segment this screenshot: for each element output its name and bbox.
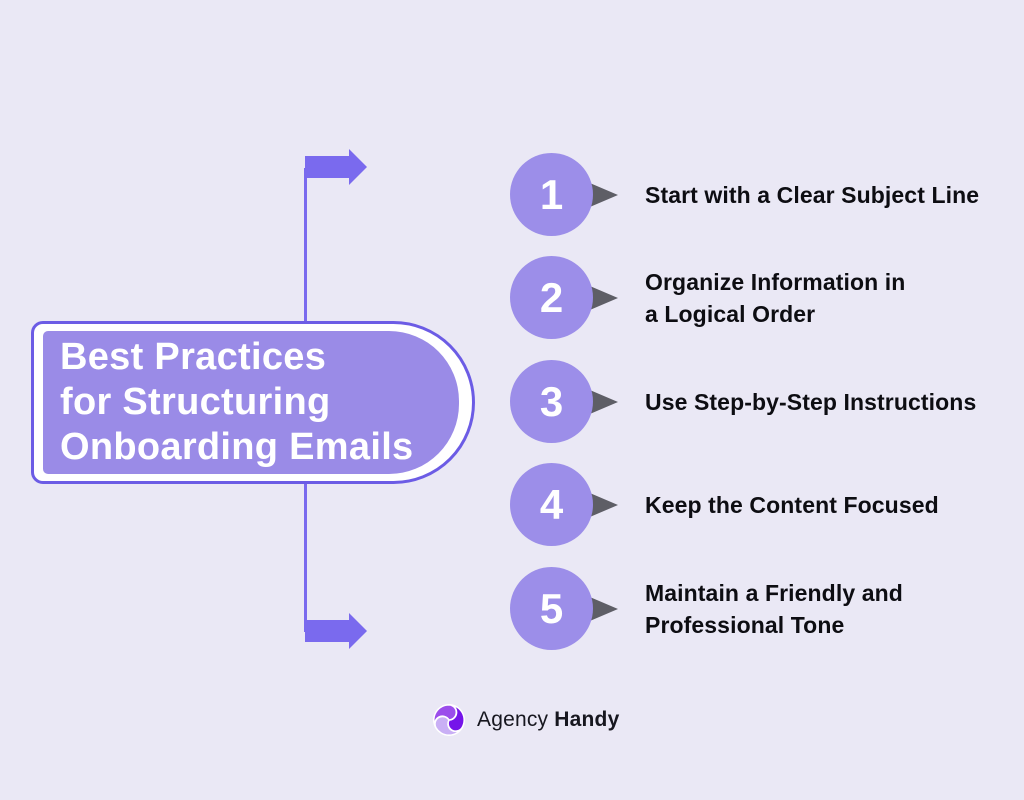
agency-handy-logo-icon: [433, 704, 465, 736]
brand-footer: Agency Handy: [430, 699, 619, 741]
step-label: Keep the Content Focused: [645, 491, 939, 518]
step-label: Use Step-by-Step Instructions: [645, 388, 977, 415]
step-label: Start with a Clear Subject Line: [645, 181, 980, 208]
step-number: 2: [539, 273, 564, 321]
step-number: 1: [539, 170, 564, 218]
step-label: Organize Information in a Logical Order: [645, 268, 906, 327]
right-arrow-top-icon: [305, 149, 367, 185]
step-row-3: 3 Use Step-by-Step Instructions: [0, 360, 1024, 443]
right-arrow-bottom-icon: [305, 613, 367, 649]
step-number: 5: [539, 584, 564, 632]
brand-name-bold: Handy: [554, 708, 620, 731]
step-row-2: 2 Organize Information in a Logical Orde…: [0, 256, 1024, 339]
infographic-title: Best Practices for Structuring Onboardin…: [60, 336, 414, 468]
brand-name-regular: Agency: [477, 708, 555, 731]
step-label: Maintain a Friendly and Professional Ton…: [645, 579, 903, 638]
step-number-bubble: 4: [510, 463, 593, 546]
step-row-4: 4 Keep the Content Focused: [0, 463, 1024, 546]
step-row-1: 1 Start with a Clear Subject Line: [0, 153, 1024, 236]
brand-name: Agency Handy: [477, 708, 619, 732]
step-number-bubble: 2: [510, 256, 593, 339]
title-box-fill: Best Practices for Structuring Onboardin…: [43, 331, 459, 474]
step-number-bubble: 5: [510, 567, 593, 650]
title-box: Best Practices for Structuring Onboardin…: [31, 321, 475, 484]
step-number-bubble: 3: [510, 360, 593, 443]
step-number: 3: [539, 377, 564, 425]
step-number-bubble: 1: [510, 153, 593, 236]
step-row-5: 5 Maintain a Friendly and Professional T…: [0, 567, 1024, 650]
step-number: 4: [539, 480, 564, 528]
